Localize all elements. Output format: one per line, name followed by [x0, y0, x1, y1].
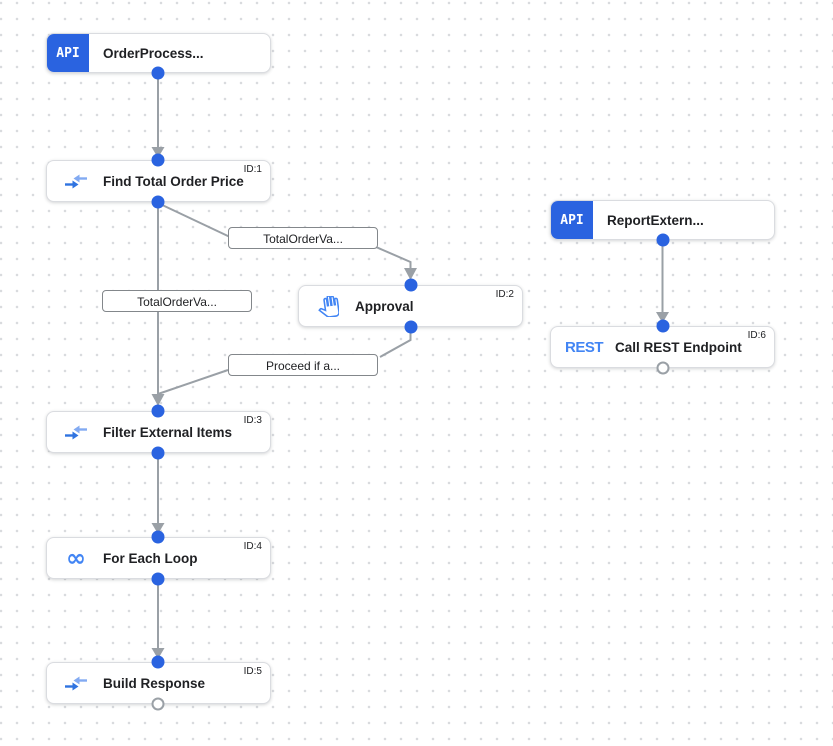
arrowhead — [151, 648, 165, 659]
port-out-filter[interactable] — [151, 446, 165, 460]
port-out-foreach[interactable] — [151, 572, 165, 586]
loop-infinity-icon: ∞ — [66, 544, 86, 572]
node-title: ReportExtern... — [607, 212, 704, 228]
node-report-external-trigger[interactable]: API ReportExtern... — [550, 200, 775, 240]
api-trigger-icon: API — [47, 34, 89, 72]
arrowhead — [151, 147, 165, 158]
node-title: Build Response — [103, 675, 206, 691]
node-id-label: ID:3 — [243, 415, 262, 426]
node-id-label: ID:2 — [495, 289, 514, 300]
port-out-approval[interactable] — [404, 320, 417, 334]
port-in-foreach[interactable] — [151, 530, 165, 544]
node-build-response[interactable]: ID:5 Build Response — [46, 662, 271, 704]
arrowhead — [151, 523, 165, 534]
node-for-each-loop[interactable]: ID:4 ∞ For Each Loop — [46, 537, 271, 579]
edge-label-total-order-to-approval[interactable]: TotalOrderVa... — [228, 227, 378, 249]
node-id-label: ID:5 — [243, 666, 262, 677]
node-title: OrderProcess... — [103, 45, 204, 61]
edge-report-to-rest — [656, 240, 669, 323]
port-out-call-rest-open[interactable] — [656, 361, 669, 375]
node-title: Approval — [355, 298, 414, 314]
port-in-call-rest[interactable] — [656, 319, 669, 333]
node-id-label: ID:4 — [243, 541, 262, 552]
arrowhead — [151, 394, 165, 406]
port-in-approval[interactable] — [404, 278, 417, 292]
api-trigger-icon: API — [551, 201, 593, 239]
node-filter-external-items[interactable]: ID:3 Filter External Items — [46, 411, 271, 453]
approval-hand-icon — [313, 295, 343, 317]
node-approval[interactable]: ID:2 Approval — [298, 285, 523, 327]
node-find-total-order-price[interactable]: ID:1 Find Total Order Price — [46, 160, 271, 202]
data-mapping-icon — [61, 425, 91, 440]
arrowhead — [404, 268, 417, 280]
node-order-process-trigger[interactable]: API OrderProcess... — [46, 33, 271, 73]
node-title: Call REST Endpoint — [615, 339, 742, 355]
node-id-label: ID:1 — [243, 164, 262, 175]
edge-filter-to-foreach — [151, 453, 165, 534]
node-title: For Each Loop — [103, 550, 198, 566]
port-out-order-process-trigger[interactable] — [151, 66, 165, 80]
edge-label-total-order-to-filter[interactable]: TotalOrderVa... — [102, 290, 252, 312]
node-title: Filter External Items — [103, 424, 233, 440]
data-mapping-icon — [61, 174, 91, 189]
port-out-find-total[interactable] — [151, 195, 165, 209]
port-in-find-total[interactable] — [151, 153, 165, 167]
port-in-filter[interactable] — [151, 404, 165, 418]
edge-findtotal-to-approval — [157, 202, 417, 280]
port-out-report-trigger[interactable] — [656, 233, 669, 247]
node-call-rest-endpoint[interactable]: ID:6 REST Call REST Endpoint — [550, 326, 775, 368]
port-in-build-response[interactable] — [151, 655, 165, 669]
rest-icon: REST — [565, 338, 604, 356]
edge-trigger-to-findtotal — [151, 73, 165, 158]
port-out-build-response-open[interactable] — [151, 697, 165, 711]
edge-label-proceed-if-approved[interactable]: Proceed if a... — [228, 354, 378, 376]
data-mapping-icon — [61, 676, 91, 691]
arrowhead — [656, 312, 669, 323]
node-id-label: ID:6 — [747, 330, 766, 341]
node-title: Find Total Order Price — [103, 173, 244, 189]
edge-foreach-to-build — [151, 579, 165, 659]
